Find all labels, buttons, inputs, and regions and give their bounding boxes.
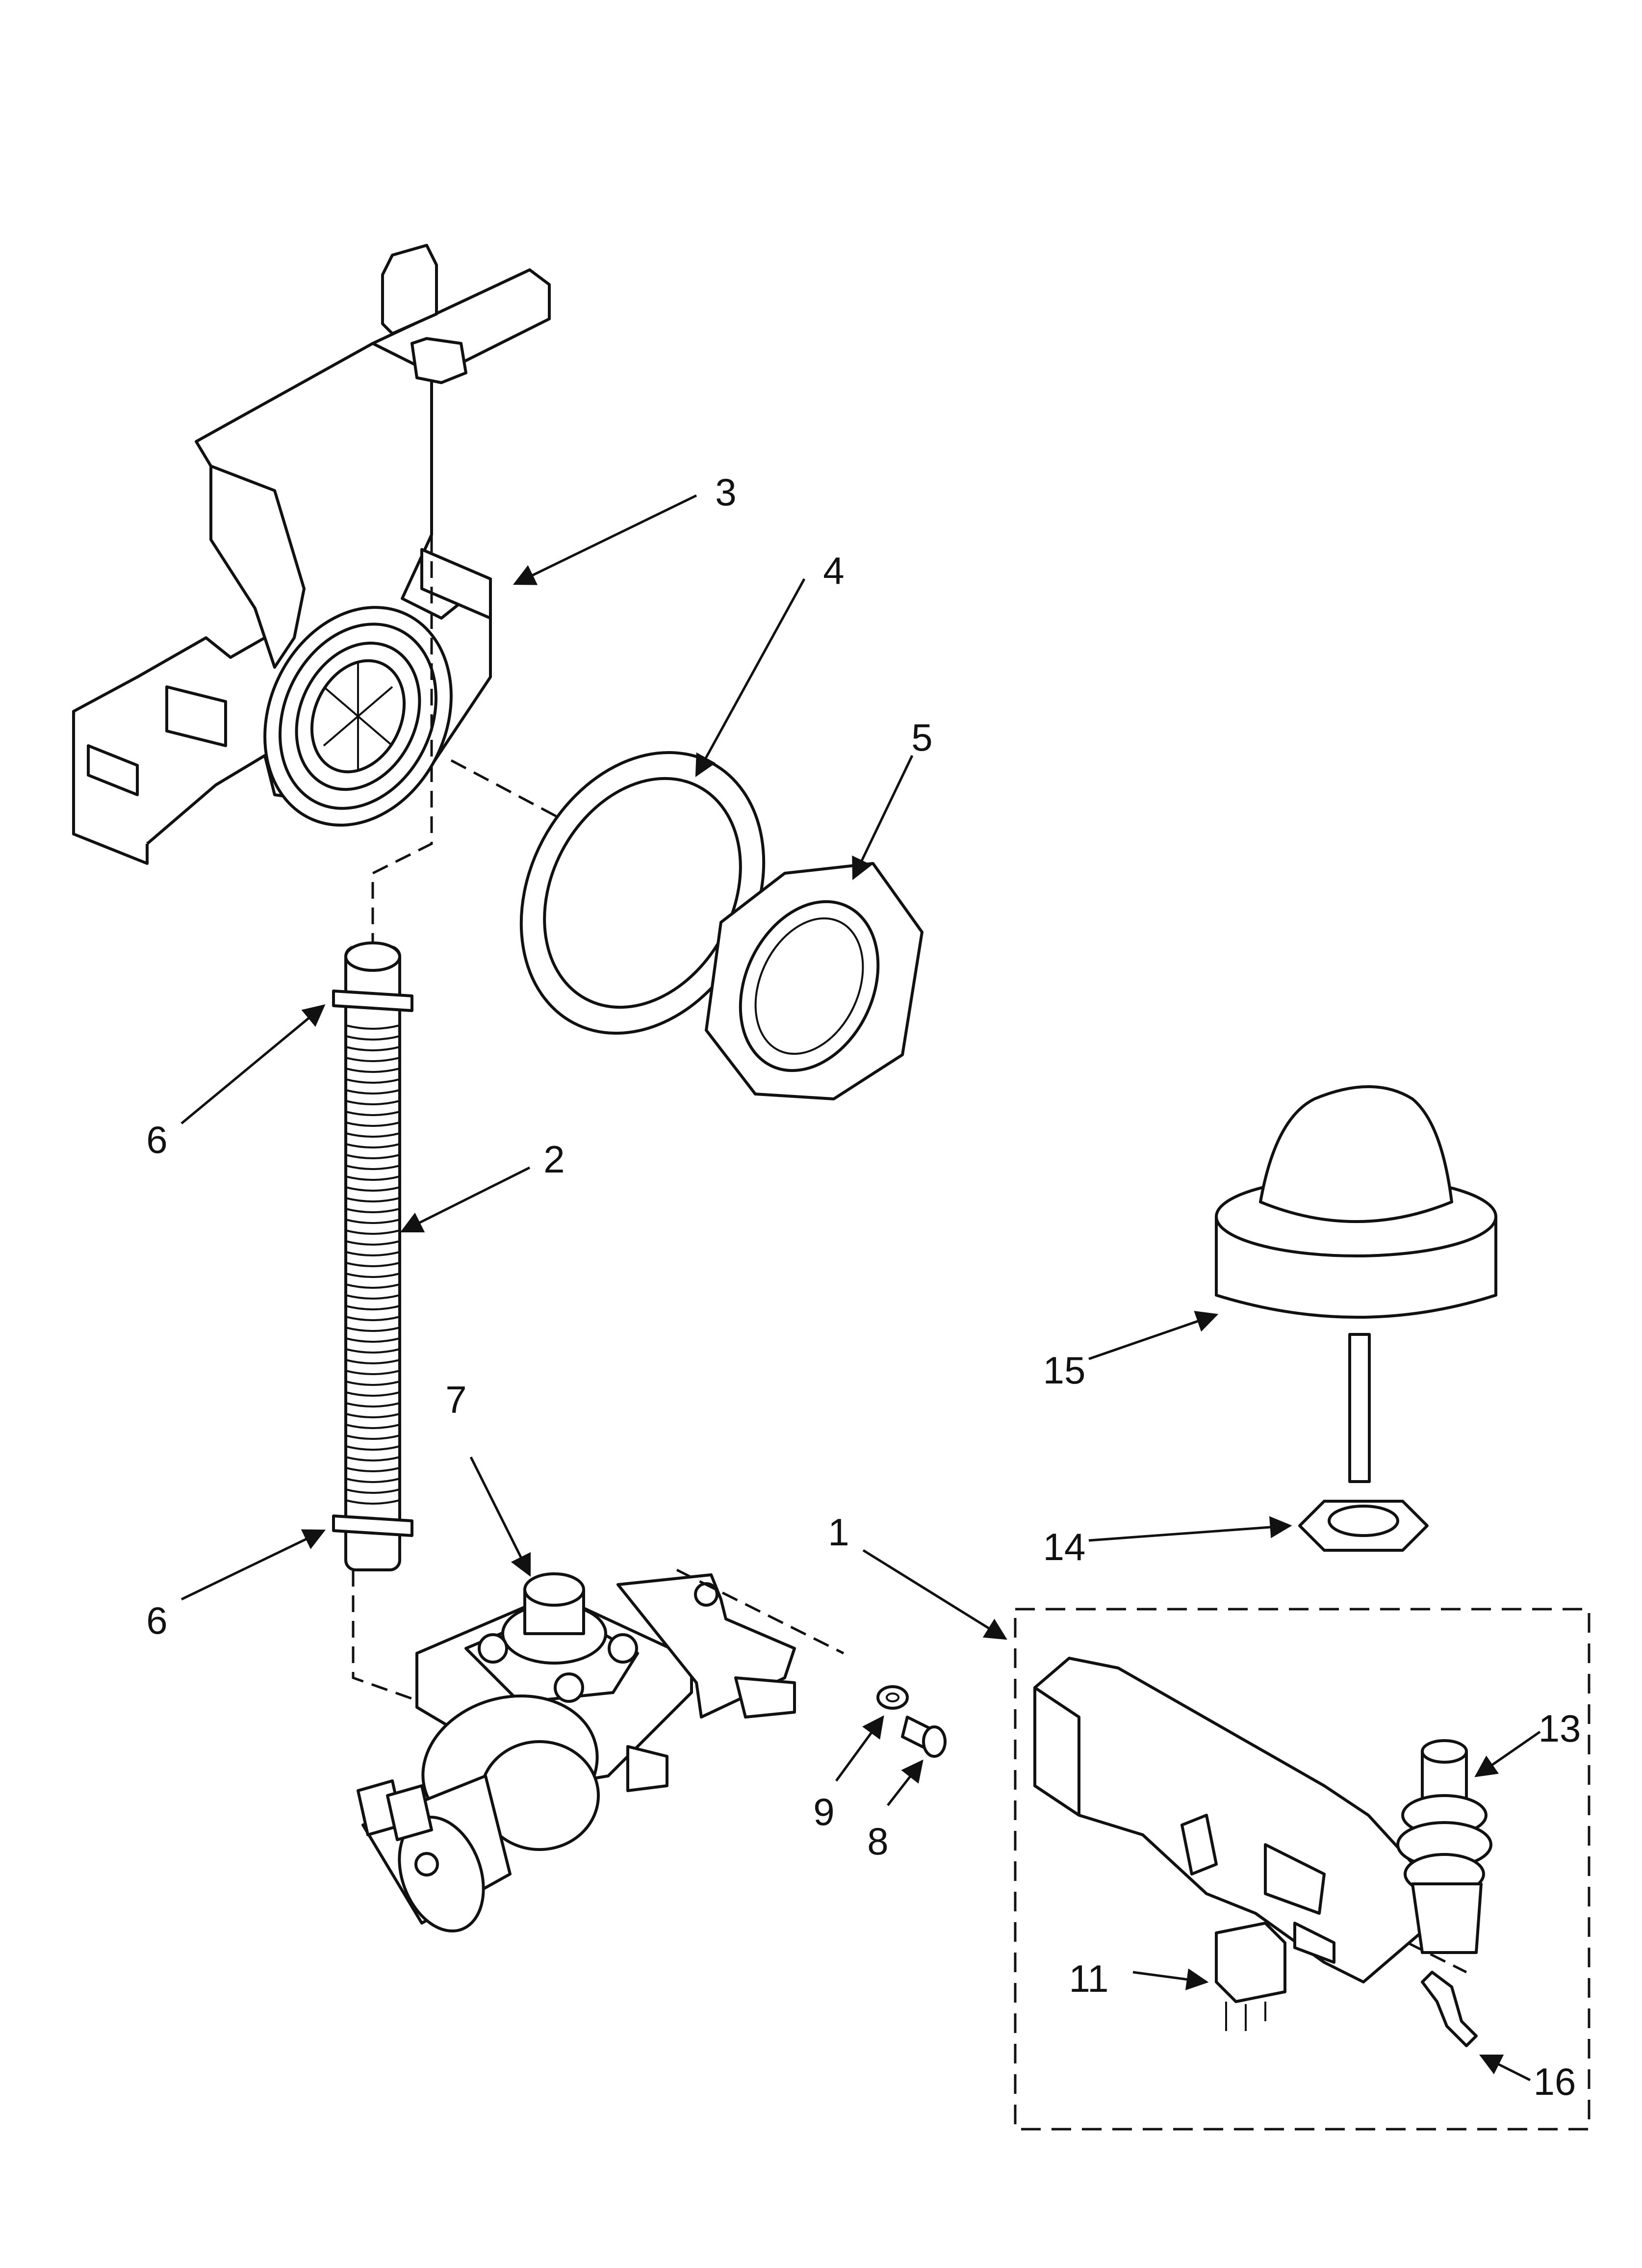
- callout-14: 14: [1043, 1525, 1086, 1568]
- callout-2: 2: [543, 1138, 564, 1181]
- corrugated-hose-part: [332, 941, 413, 1571]
- leader-lines: [180, 494, 1541, 2082]
- float-part: [1215, 1085, 1497, 1483]
- callout-8: 8: [867, 1820, 888, 1863]
- washer-part: [876, 1685, 909, 1710]
- callout-labels: 3 4 5 6 2 7 6 1 9 8 15 14 13 11 16: [146, 470, 1581, 2103]
- leader-2: [400, 1166, 531, 1233]
- leader-11: [1132, 1968, 1209, 1990]
- actuator-lever-part: [1421, 1971, 1478, 2047]
- leader-14: [1088, 1516, 1292, 1542]
- callout-4: 4: [823, 549, 844, 592]
- leader-3: [513, 494, 697, 585]
- leader-8: [887, 1759, 924, 1806]
- valve-assembly-part: [357, 1572, 796, 1933]
- leader-15: [1088, 1310, 1219, 1360]
- assembly-line-manifold-to-hose: [371, 383, 433, 947]
- mounting-nut-part: [705, 862, 924, 1100]
- hex-nut-part: [1298, 1500, 1429, 1552]
- microswitch-part: [1215, 1922, 1286, 2031]
- assembly-line-switch-to-lever: [1407, 1941, 1467, 1974]
- leader-9: [835, 1715, 884, 1782]
- leader-6a: [180, 1004, 326, 1124]
- callout-11: 11: [1069, 1957, 1109, 2000]
- hose-clamp-top: [332, 990, 413, 1012]
- leader-13: [1474, 1730, 1541, 1777]
- float-switch-bracket-part: [1033, 1657, 1434, 1983]
- leader-1: [862, 1549, 1007, 1640]
- callout-6a: 6: [146, 1118, 167, 1161]
- callout-16: 16: [1534, 2060, 1576, 2103]
- assembly-line-hose-to-valve: [352, 1570, 437, 1709]
- switch-plunger-part: [1396, 1739, 1492, 1954]
- callout-9: 9: [813, 1790, 834, 1833]
- leader-6b: [180, 1529, 326, 1601]
- leader-4: [695, 578, 806, 777]
- callout-5: 5: [911, 716, 932, 759]
- manifold-housing-part: [72, 244, 551, 865]
- callout-15: 15: [1043, 1349, 1086, 1392]
- callout-13: 13: [1539, 1707, 1581, 1750]
- callout-1: 1: [828, 1511, 849, 1554]
- leader-16: [1479, 2054, 1531, 2082]
- assembly-line-valve-to-screw: [676, 1568, 845, 1655]
- leader-7: [469, 1456, 531, 1577]
- callout-3: 3: [715, 470, 736, 514]
- leader-5: [852, 755, 914, 881]
- callout-7: 7: [445, 1378, 466, 1421]
- switch-assembly-group-box: [1014, 1608, 1591, 2131]
- gasket-ring-part: [519, 751, 766, 1035]
- screw-part: [901, 1716, 947, 1758]
- hose-clamp-bottom: [332, 1514, 413, 1537]
- callout-6b: 6: [146, 1599, 167, 1642]
